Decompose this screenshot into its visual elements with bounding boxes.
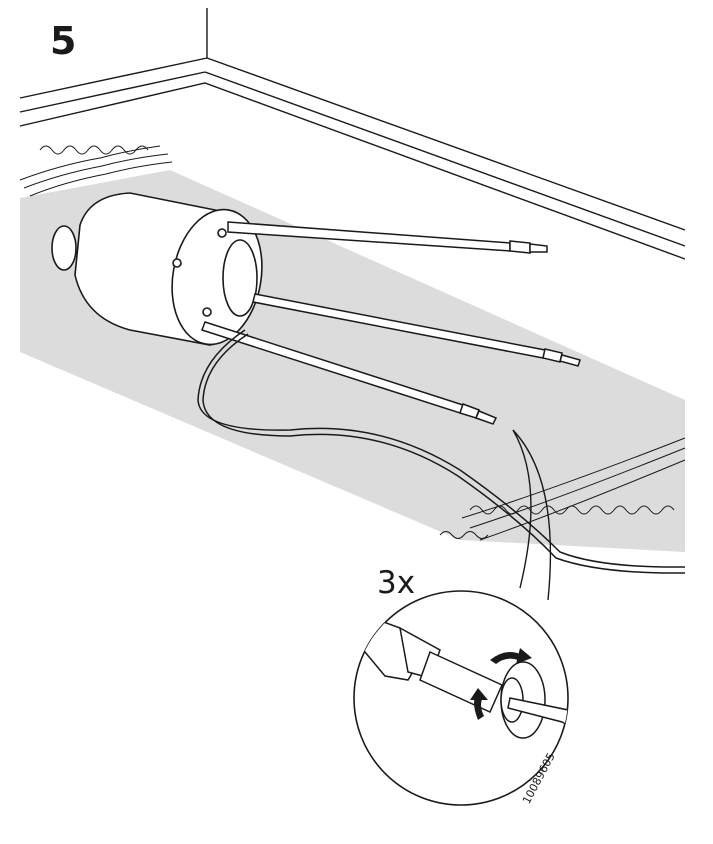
threaded-rods <box>201 221 581 425</box>
power-cable <box>197 329 686 574</box>
step-number: 5 <box>50 19 77 63</box>
rotate-arrow-icon <box>470 648 532 720</box>
callout-pointer <box>512 429 552 601</box>
quantity-multiplier: 3x <box>377 565 416 601</box>
lamp-base <box>51 192 263 346</box>
wall-baseboard <box>19 8 686 260</box>
detail-circle <box>353 590 569 806</box>
